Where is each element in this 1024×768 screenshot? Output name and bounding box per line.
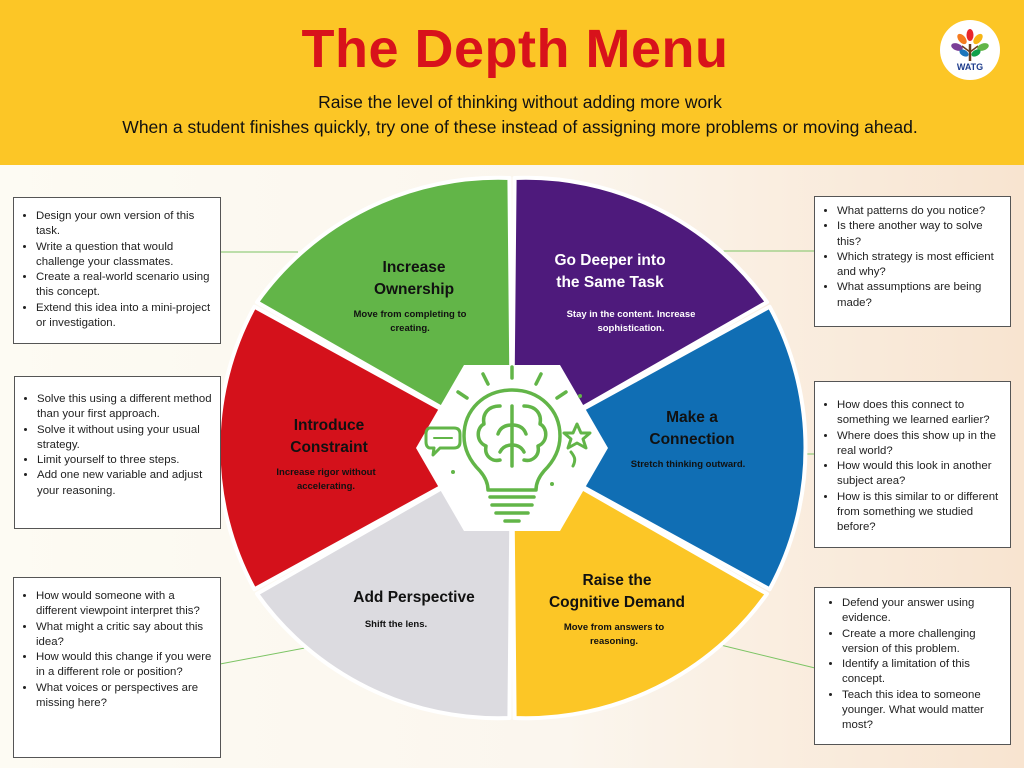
- label-raise-cognitive-demand: Raise the Cognitive Demand Move from ans…: [549, 572, 685, 647]
- segment-increase-ownership[interactable]: [255, 175, 514, 450]
- segment-title: Make a: [666, 409, 718, 426]
- segment-subtitle: reasoning.: [590, 636, 638, 647]
- list-item: Identify a limitation of this concept.: [842, 657, 1006, 688]
- segment-raise-cognitive-demand[interactable]: [510, 446, 769, 721]
- segment-title: Go Deeper into: [554, 252, 665, 269]
- segment-subtitle: sophistication.: [597, 323, 664, 334]
- list-item: Teach this idea to someone younger. What…: [842, 688, 1006, 734]
- segment-subtitle: Increase rigor without: [276, 467, 376, 478]
- list-item: How does this connect to something we le…: [837, 398, 1006, 429]
- label-introduce-constraint: Introduce Constraint Increase rigor with…: [276, 417, 376, 492]
- prompt-box-connection: How does this connect to something we le…: [814, 381, 1011, 548]
- list-item: Solve it without using your usual strate…: [37, 423, 216, 454]
- segment-title: Add Perspective: [353, 589, 475, 606]
- segment-title: Constraint: [290, 439, 368, 456]
- segment-title: Cognitive Demand: [549, 594, 685, 611]
- list-item: Design your own version of this task.: [36, 209, 216, 240]
- label-make-connection: Make a Connection Stretch thinking outwa…: [631, 409, 746, 470]
- segment-title: Introduce: [294, 417, 365, 434]
- list-item: Defend your answer using evidence.: [842, 596, 1006, 627]
- segment-title: Connection: [649, 431, 734, 448]
- label-add-perspective: Add Perspective Shift the lens.: [353, 589, 475, 630]
- list-item: Where does this show up in the real worl…: [837, 429, 1006, 460]
- list-item: Which strategy is most efficient and why…: [837, 250, 1006, 281]
- list-item: Extend this idea into a mini-project or …: [36, 301, 216, 332]
- segment-subtitle: Stay in the content. Increase: [567, 309, 696, 320]
- watg-logo: WATG: [940, 20, 1000, 80]
- list-item: Create a real-world scenario using this …: [36, 270, 216, 301]
- page-title: The Depth Menu: [301, 19, 729, 79]
- prompt-box-constraint: Solve this using a different method than…: [14, 376, 221, 529]
- prompt-box-deeper: What patterns do you notice? Is there an…: [814, 196, 1011, 327]
- list-item: Write a question that would challenge yo…: [36, 240, 216, 271]
- list-item: What might a critic say about this idea?: [36, 620, 216, 651]
- list-item: What assumptions are being made?: [837, 280, 1006, 311]
- header-banner: The Depth Menu Raise the level of thinki…: [0, 0, 1024, 165]
- segment-subtitle: Stretch thinking outward.: [631, 459, 746, 470]
- segment-go-deeper[interactable]: [510, 175, 769, 450]
- segment-title: Ownership: [374, 281, 454, 298]
- list-item: Is there another way to solve this?: [837, 219, 1006, 250]
- tree-logo-icon: [951, 29, 989, 61]
- segment-subtitle: Move from answers to: [564, 622, 664, 633]
- label-increase-ownership: Increase Ownership Move from completing …: [354, 259, 467, 334]
- prompt-box-ownership: Design your own version of this task. Wr…: [13, 197, 221, 344]
- page-instruction: When a student finishes quickly, try one…: [122, 117, 918, 137]
- page-subtitle: Raise the level of thinking without addi…: [318, 92, 722, 112]
- segment-subtitle: Move from completing to: [354, 309, 467, 320]
- segment-make-connection[interactable]: [510, 304, 808, 592]
- segment-title: Increase: [383, 259, 446, 276]
- prompt-box-demand: Defend your answer using evidence. Creat…: [814, 587, 1011, 745]
- list-item: How would this look in another subject a…: [837, 459, 1006, 490]
- segment-add-perspective[interactable]: [255, 446, 514, 721]
- list-item: Create a more challenging version of thi…: [842, 627, 1006, 658]
- prompt-box-perspective: How would someone with a different viewp…: [13, 577, 221, 758]
- label-go-deeper: Go Deeper into the Same Task Stay in the…: [554, 252, 695, 334]
- list-item: What patterns do you notice?: [837, 204, 1006, 219]
- segment-title: the Same Task: [556, 274, 664, 291]
- list-item: How is this similar to or different from…: [837, 490, 1006, 536]
- list-item: How would someone with a different viewp…: [36, 589, 216, 620]
- list-item: How would this change if you were in a d…: [36, 650, 216, 681]
- lightbulb-brain-icon: [424, 365, 592, 523]
- segment-subtitle: Shift the lens.: [365, 619, 427, 630]
- list-item: Add one new variable and adjust your rea…: [37, 468, 216, 499]
- segment-subtitle: creating.: [390, 323, 430, 334]
- segment-title: Raise the: [583, 572, 652, 589]
- list-item: Solve this using a different method than…: [37, 392, 216, 423]
- segment-subtitle: accelerating.: [297, 481, 355, 492]
- list-item: What voices or perspectives are missing …: [36, 681, 216, 712]
- list-item: Limit yourself to three steps.: [37, 453, 216, 468]
- logo-text: WATG: [956, 62, 984, 72]
